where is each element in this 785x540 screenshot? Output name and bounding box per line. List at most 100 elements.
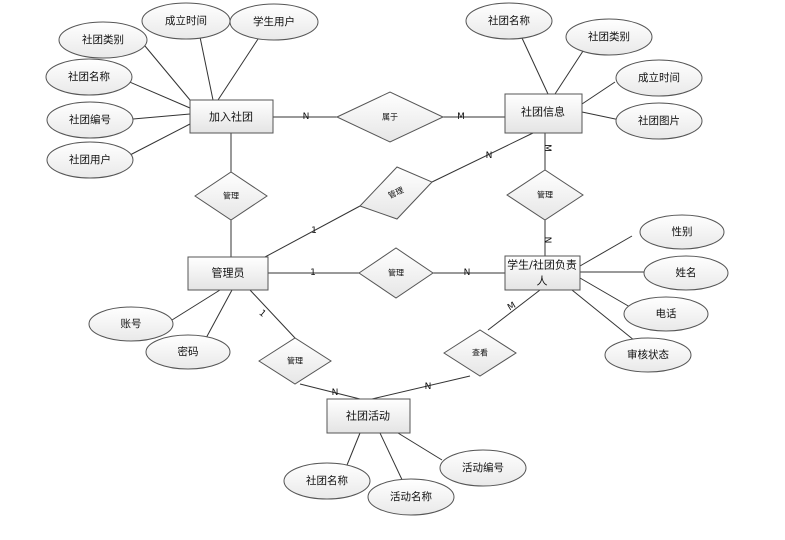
attr-join-student-user: 学生用户: [229, 3, 319, 41]
edge-club-type: [554, 47, 586, 95]
attr-club-name-label: 社团名称: [488, 14, 530, 27]
edge-join-club-name: [124, 79, 191, 109]
attr-club-type-label: 社团类别: [588, 30, 630, 43]
entity-club-activity-label: 社团活动: [346, 409, 390, 423]
attr-student-name: 姓名: [643, 255, 729, 291]
attr-join-student-user-label: 学生用户: [253, 15, 295, 28]
entity-student-label-line1: 学生/社团负责: [507, 258, 577, 272]
edge-join-student-user: [217, 35, 261, 101]
attr-club-image-label: 社团图片: [638, 114, 680, 127]
entity-club-info-label: 社团信息: [521, 105, 565, 119]
attr-student-audit: 审核状态: [604, 337, 692, 373]
entity-join-club-label: 加入社团: [209, 110, 253, 124]
attr-student-audit-label: 审核状态: [627, 348, 669, 361]
attr-activity-name-label: 活动名称: [390, 490, 432, 503]
edge-club-image: [581, 111, 621, 121]
card-club-manage: M: [542, 144, 552, 152]
attr-student-gender: 性别: [639, 214, 725, 250]
entity-admin-label: 管理员: [212, 266, 245, 280]
attr-student-gender-label: 性别: [672, 225, 693, 238]
attr-join-club-name-label: 社团名称: [68, 70, 110, 83]
card-admin-activity: 1: [257, 308, 268, 319]
rel-manage-club: 管理: [359, 166, 433, 220]
rel-manage-student: 管理: [506, 169, 584, 221]
rel-belongs-to-label: 属于: [382, 113, 398, 122]
attr-join-club-no-label: 社团编号: [69, 113, 111, 126]
rel-manage-activity: 管理: [258, 337, 332, 385]
card-activity-manage: N: [332, 388, 339, 398]
attr-activity-name: 活动名称: [367, 478, 455, 516]
card-club-admin: N: [486, 151, 493, 161]
rel-manage-student-label: 管理: [537, 190, 553, 200]
edge-admin-account: [171, 289, 221, 321]
edge-join-club-type: [139, 39, 191, 101]
rel-manage-join: 管理: [194, 171, 268, 221]
entity-club-info: 社团信息: [504, 93, 583, 134]
rel-belongs-to: 属于: [335, 91, 445, 143]
attr-student-phone: 电话: [623, 296, 709, 332]
entity-student-label-line2: 人: [537, 275, 548, 288]
attr-club-name: 社团名称: [465, 2, 553, 40]
edge-view-student: [487, 289, 541, 331]
edge-activity-club-name: [344, 432, 361, 471]
card-manage-student2: N: [464, 268, 471, 278]
attr-club-found-time-label: 成立时间: [638, 71, 680, 84]
rel-manage-review: 管理: [358, 247, 434, 299]
edge-admin-password: [204, 289, 233, 341]
attr-club-image: 社团图片: [615, 102, 703, 140]
attr-join-club-name: 社团名称: [45, 58, 133, 96]
attr-join-club-type-label: 社团类别: [82, 33, 124, 46]
edges: [124, 35, 647, 487]
entity-student: 学生/社团负责 人: [504, 255, 581, 291]
attr-join-club-no: 社团编号: [46, 101, 134, 139]
edge-activity-view: [371, 375, 471, 400]
attr-admin-account-label: 账号: [121, 318, 142, 330]
attr-activity-club-name-label: 社团名称: [306, 474, 348, 487]
edge-manageclub-club: [431, 132, 534, 183]
edge-club-name: [521, 37, 549, 95]
attr-join-club-user: 社团用户: [46, 141, 134, 179]
card-join-belongs: N: [303, 112, 310, 122]
rel-view-activity-label: 查看: [472, 348, 488, 358]
card-admin-manage: 1: [310, 268, 316, 278]
entity-join-club: 加入社团: [189, 99, 274, 134]
card-belongs-club: M: [457, 112, 465, 122]
entity-admin: 管理员: [187, 256, 269, 291]
attr-club-type: 社团类别: [565, 18, 653, 56]
entity-club-activity: 社团活动: [326, 398, 411, 434]
edge-activity-name: [379, 432, 406, 487]
attr-student-name-label: 姓名: [676, 266, 697, 279]
attr-activity-no: 活动编号: [439, 449, 527, 487]
edge-admin-manageact: [249, 289, 296, 339]
rel-manage-activity-label: 管理: [287, 356, 303, 366]
edge-club-found-time: [581, 81, 616, 105]
card-activity-view: N: [425, 382, 432, 392]
attr-admin-password: 密码: [145, 334, 231, 370]
attr-admin-password-label: 密码: [178, 345, 199, 358]
edge-join-found-time: [199, 36, 214, 101]
attr-join-club-type: 社团类别: [58, 21, 148, 59]
attr-join-found-time: 成立时间: [141, 2, 231, 40]
attr-join-club-user-label: 社团用户: [69, 153, 111, 166]
card-admin-club: 1: [311, 226, 317, 236]
card-view-student: M: [506, 301, 518, 314]
edge-join-club-user: [129, 123, 191, 156]
rel-manage-join-label: 管理: [223, 191, 239, 201]
rel-view-activity: 查看: [443, 329, 517, 377]
attr-join-found-time-label: 成立时间: [165, 14, 207, 27]
attr-club-found-time: 成立时间: [615, 59, 703, 97]
cardinality-labels: N M N 1 M N 1 N 1 N N M: [257, 112, 552, 398]
edge-join-club-no: [132, 113, 191, 120]
attr-admin-account: 账号: [88, 306, 174, 342]
attr-student-phone-label: 电话: [656, 307, 677, 320]
attr-activity-club-name: 社团名称: [283, 462, 371, 500]
edge-manageact-activity: [299, 383, 361, 400]
edge-admin-manageclub: [264, 205, 361, 258]
attr-activity-no-label: 活动编号: [462, 461, 504, 474]
card-manage-student: N: [542, 237, 552, 244]
edge-student-phone: [579, 277, 631, 308]
edge-student-gender: [579, 235, 633, 267]
rel-manage-review-label: 管理: [388, 268, 404, 278]
edge-student-audit: [571, 289, 641, 346]
